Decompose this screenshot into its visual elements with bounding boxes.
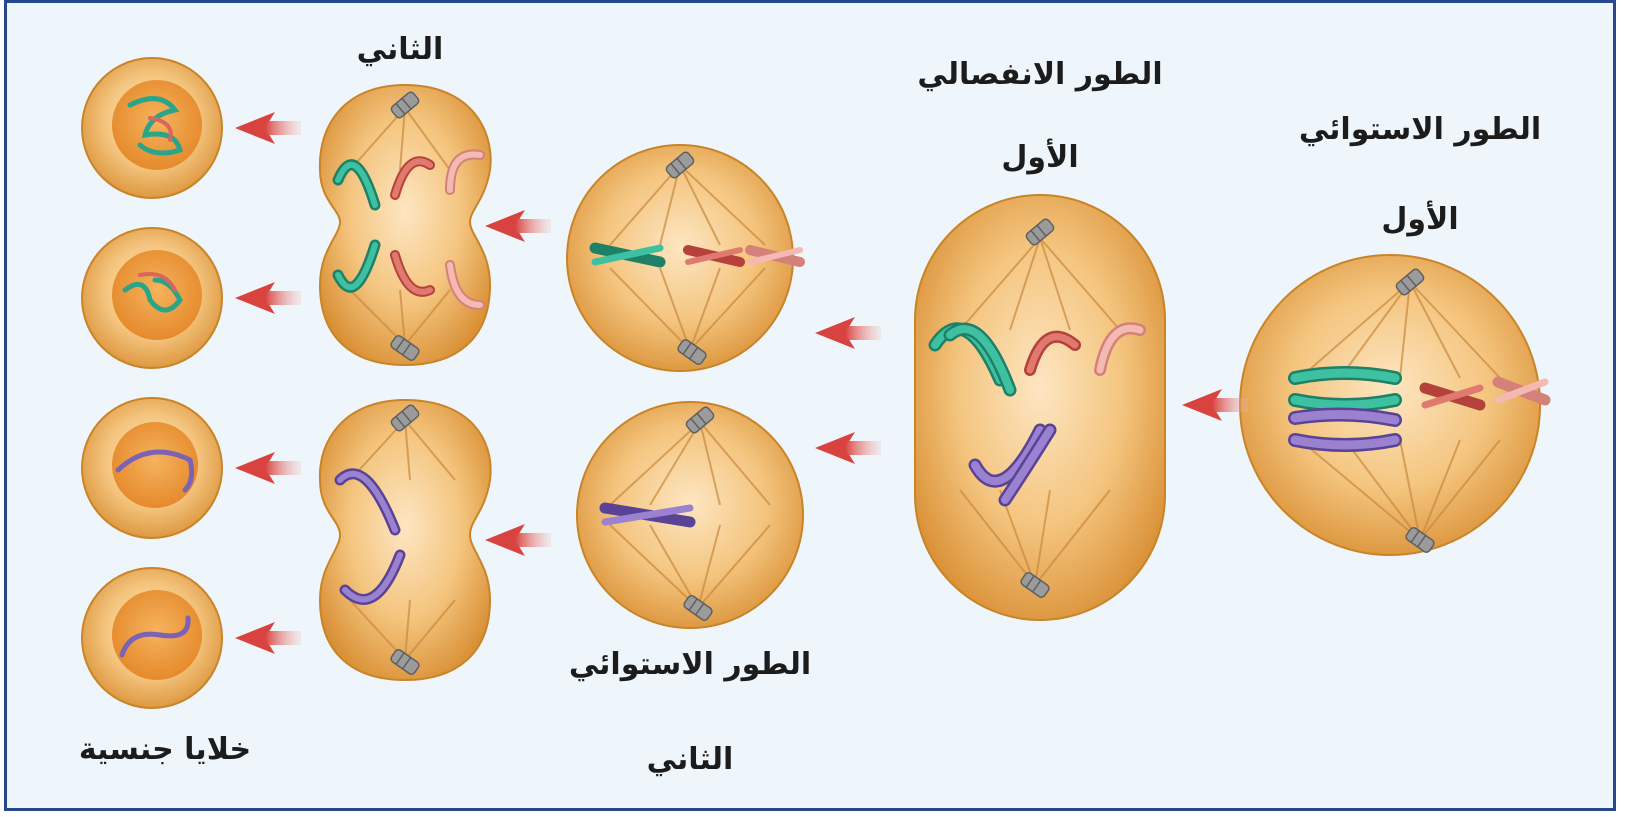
arrow-left-icon xyxy=(235,282,301,314)
gamete-cell-1 xyxy=(82,58,222,198)
metaphase-1-label-line2: الأول xyxy=(1270,205,1570,235)
arrow-left-icon xyxy=(815,432,881,464)
arrow-left-icon xyxy=(1182,389,1248,421)
metaphase-2-cell-top xyxy=(567,145,800,371)
arrow-left-icon xyxy=(235,452,301,484)
metaphase-1-label-line1: الطور الاستوائي xyxy=(1270,115,1570,145)
metaphase-2-label-line2: الثاني xyxy=(520,745,860,775)
arrow-left-icon xyxy=(815,317,881,349)
metaphase-2-cell-bottom xyxy=(577,402,803,628)
gametes-label: خلايا جنسية xyxy=(20,735,310,765)
arrow-left-icon xyxy=(235,622,301,654)
gamete-cell-4 xyxy=(82,568,222,708)
arrow-left-icon xyxy=(485,210,551,242)
anaphase-1-cell xyxy=(915,195,1165,620)
telophase-2-cell-top xyxy=(320,85,491,365)
arrow-left-icon xyxy=(485,524,551,556)
anaphase-1-label-line2: الأول xyxy=(880,143,1200,173)
metaphase-2-label-line1: الطور الاستوائي xyxy=(520,650,860,680)
anaphase-2-label: الثاني xyxy=(300,35,500,65)
anaphase-1-label-line1: الطور الانفصالي xyxy=(880,60,1200,90)
arrow-left-icon xyxy=(235,112,301,144)
metaphase-1-cell xyxy=(1240,255,1545,555)
gamete-cell-2 xyxy=(82,228,222,368)
gamete-cell-3 xyxy=(82,398,222,538)
telophase-2-cell-bottom xyxy=(320,400,491,680)
